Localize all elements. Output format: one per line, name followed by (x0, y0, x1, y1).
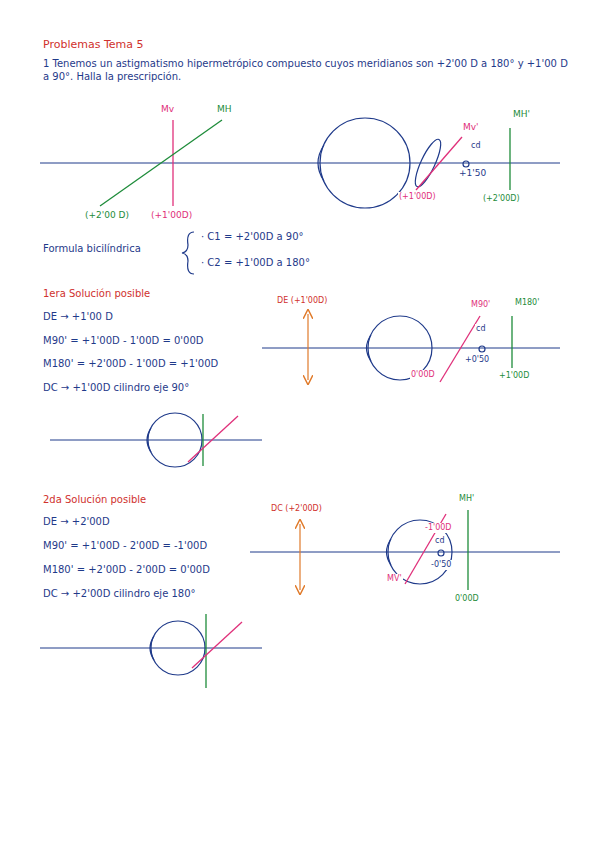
meridian-label: MH (216, 104, 233, 115)
meridian-label: MH' (512, 109, 531, 120)
lens-label: DE (+1'00D) (276, 296, 328, 306)
power-label: 0'00D (454, 594, 480, 604)
eye-drawing (318, 118, 469, 208)
power-label: -0'50 (430, 560, 452, 570)
power-label: (+2'00 D) (84, 210, 130, 221)
solution-heading: 2da Solución posible (42, 494, 147, 507)
lens-label: DC (+2'00D) (270, 504, 323, 514)
power-label: +1'00D (498, 371, 530, 381)
power-label: +0'50 (464, 355, 490, 365)
meridian-label: Mv' (462, 122, 480, 133)
circle-of-least-confusion: cd (475, 324, 486, 334)
calc-line: DE → +2'00D (42, 516, 111, 529)
calc-line: M90' = +1'00D - 2'00D = -1'00D (42, 540, 208, 553)
solution-heading: 1era Solución posible (42, 288, 151, 301)
meridian-label: M180' (514, 298, 540, 308)
calc-line: M180' = +2'00D - 1'00D = +1'00D (42, 358, 219, 371)
meridian-label: MV' (386, 574, 403, 584)
meridian-label: Mv (160, 104, 175, 115)
meridian-label: MH' (458, 494, 475, 504)
calc-line: DC → +2'00D cilindro eje 180° (42, 588, 197, 601)
meridian-label: M90' (470, 300, 491, 310)
power-label: (+2'00D) (482, 194, 521, 204)
calc-line: DE → +1'00 D (42, 311, 114, 324)
power-label: (+1'00D) (398, 192, 437, 202)
formula-line: · C1 = +2'00D a 90° (200, 231, 305, 244)
page-title: Problemas Tema 5 (42, 38, 145, 52)
calc-line: M180' = +2'00D - 2'00D = 0'00D (42, 564, 211, 577)
calc-line: M90' = +1'00D - 1'00D = 0'00D (42, 335, 205, 348)
circle-of-least-confusion: cd (470, 141, 481, 151)
problem-statement: 1 Tenemos un astigmatismo hipermetrópico… (42, 58, 574, 83)
formula-line: · C2 = +1'00D a 180° (200, 257, 311, 270)
power-label: 0'00D (410, 370, 436, 380)
power-label: +1'50 (458, 168, 487, 179)
power-label: -1'00D (424, 523, 453, 533)
calc-line: DC → +1'00D cilindro eje 90° (42, 382, 190, 395)
formula-heading: Formula bicilíndrica (42, 243, 142, 256)
circle-of-least-confusion: cd (434, 536, 445, 546)
meridian-cross (40, 120, 560, 206)
power-label: (+1'00D) (150, 210, 193, 221)
